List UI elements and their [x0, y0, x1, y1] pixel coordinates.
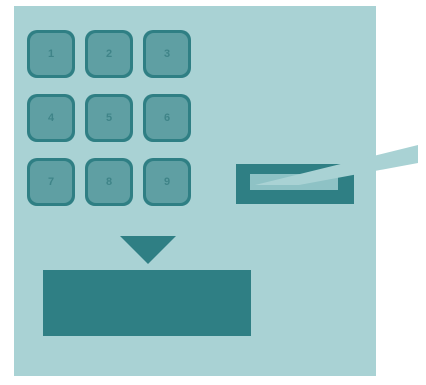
output-display	[43, 270, 251, 336]
down-arrow-icon	[120, 236, 176, 264]
card-shape	[255, 145, 418, 185]
